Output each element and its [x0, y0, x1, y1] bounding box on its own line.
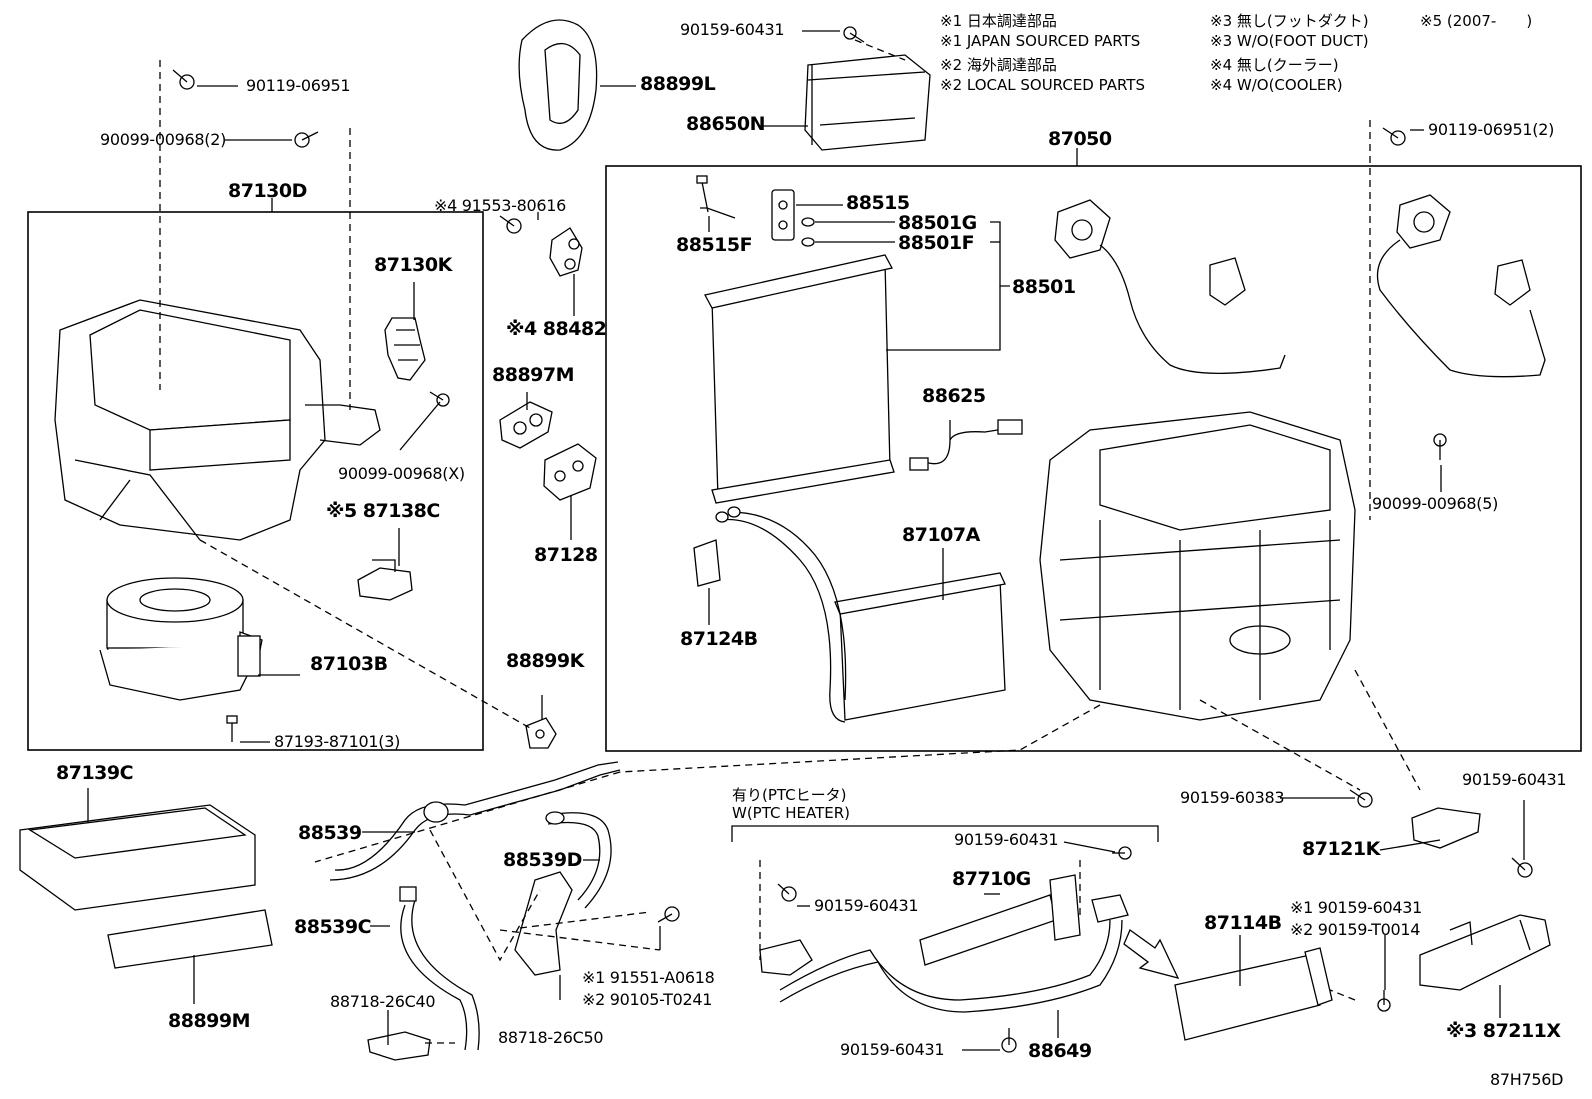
label-90159-60383[interactable]: 90159-60383 — [1180, 788, 1285, 807]
blower-motor-87103b — [99, 577, 263, 701]
label-87107a[interactable]: 87107A — [902, 524, 980, 546]
legend-row4a: ※4 無し(クーラー) — [1210, 56, 1339, 74]
heater-core-87107a — [715, 506, 1006, 723]
leader-lines — [87, 30, 1525, 1051]
label-87114b[interactable]: 87114B — [1204, 912, 1282, 934]
label-88501f[interactable]: 88501F — [898, 232, 975, 254]
label-90159-60431-top[interactable]: 90159-60431 — [680, 20, 785, 39]
label-87138c[interactable]: ※5 87138C — [326, 500, 440, 522]
label-90105-t0241[interactable]: ※2 90105-T0241 — [582, 990, 713, 1009]
label-90159-60431-bot[interactable]: 90159-60431 — [840, 1040, 945, 1059]
duct-88539 — [329, 761, 621, 881]
duct-87211x — [1419, 914, 1551, 991]
legend-row1a: ※1 日本調達部品 — [940, 12, 1057, 30]
bracket-88718-26c50 — [514, 871, 573, 976]
label-88482[interactable]: ※4 88482 — [506, 318, 607, 340]
label-88501g[interactable]: 88501G — [898, 212, 977, 234]
label-88650n[interactable]: 88650N — [686, 113, 766, 135]
label-87710g[interactable]: 87710G — [952, 868, 1031, 890]
bracket-87121k — [1411, 807, 1481, 849]
label-90159-60431-ptc1[interactable]: 90159-60431 — [954, 830, 1059, 849]
part-88482 — [549, 227, 583, 277]
filter-87139c — [19, 804, 256, 911]
blower-unit-87130d — [54, 299, 381, 541]
legend-row5: ※5 (2007- ) — [1420, 12, 1533, 30]
evaporator-88501 — [704, 254, 895, 504]
sensor-88625 — [909, 419, 1023, 471]
label-88897m[interactable]: 88897M — [492, 364, 575, 386]
label-88718-26c40[interactable]: 88718-26C40 — [330, 992, 436, 1011]
ptc-heater-87710g — [919, 874, 1081, 966]
label-90159-60431-s1[interactable]: ※1 90159-60431 — [1290, 898, 1423, 917]
arrow-icon — [1123, 928, 1180, 979]
part-87130k — [384, 317, 426, 381]
label-88515f[interactable]: 88515F — [676, 234, 753, 256]
label-87124b[interactable]: 87124B — [680, 628, 758, 650]
ptc-note-en: W(PTC HEATER) — [732, 804, 851, 822]
label-87050[interactable]: 87050 — [1048, 128, 1112, 150]
label-91553-80616[interactable]: ※4 91553-80616 — [434, 196, 567, 215]
label-87139c[interactable]: 87139C — [56, 762, 134, 784]
legend-row1b: ※1 JAPAN SOURCED PARTS — [940, 32, 1141, 50]
label-88539c[interactable]: 88539C — [294, 916, 372, 938]
label-91551-a0618[interactable]: ※1 91551-A0618 — [582, 968, 715, 987]
valve-88718-26c40 — [367, 1031, 431, 1061]
label-90099-00968-2[interactable]: 90099-00968(2) — [100, 130, 227, 149]
legend-row2a: ※2 海外調達部品 — [940, 56, 1057, 74]
part-88899l — [518, 19, 598, 151]
label-88539[interactable]: 88539 — [298, 822, 362, 844]
label-88625[interactable]: 88625 — [922, 385, 986, 407]
label-90159-60431-ptc2[interactable]: 90159-60431 — [814, 896, 919, 915]
legend: ※1 日本調達部品 ※1 JAPAN SOURCED PARTS ※2 海外調達… — [940, 10, 1580, 100]
dashed-lines — [159, 39, 1421, 1044]
harness-88649 — [759, 894, 1129, 1013]
ptc-bracket-line — [731, 825, 1159, 842]
label-88718-26c50[interactable]: 88718-26C50 — [498, 1028, 604, 1047]
duct-88539d — [545, 811, 612, 909]
part-88897m — [499, 401, 553, 449]
part-87138c — [357, 559, 413, 601]
label-88899l[interactable]: 88899L — [640, 73, 716, 95]
expansion-valve-88515 — [700, 189, 795, 241]
ptc-note-jp: 有り(PTCヒータ) — [732, 786, 847, 804]
label-87121k[interactable]: 87121K — [1302, 838, 1380, 860]
figure-id: 87H756D — [1490, 1070, 1564, 1089]
box-87050 — [605, 165, 1582, 752]
label-87128[interactable]: 87128 — [534, 544, 598, 566]
label-87193-87101[interactable]: 87193-87101(3) — [274, 732, 401, 751]
label-90099-00968-5[interactable]: 90099-00968(5) — [1372, 494, 1499, 513]
label-88649[interactable]: 88649 — [1028, 1040, 1092, 1062]
label-87130d[interactable]: 87130D — [228, 180, 307, 202]
part-88650n — [804, 54, 931, 151]
label-87130k[interactable]: 87130K — [374, 254, 452, 276]
label-90119-06951-2[interactable]: 90119-06951(2) — [1428, 120, 1555, 139]
label-88899k[interactable]: 88899K — [506, 650, 584, 672]
box-87130d — [27, 211, 484, 751]
duct-88539c — [399, 886, 480, 1051]
actuator-left — [1054, 199, 1286, 374]
legend-row3a: ※3 無し(フットダクト) — [1210, 12, 1369, 30]
part-87128 — [543, 443, 597, 501]
bolt-icon-set — [172, 26, 1533, 1053]
label-87211x[interactable]: ※3 87211X — [1446, 1020, 1561, 1042]
hvac-case-87050 — [1039, 411, 1356, 721]
label-88539d[interactable]: 88539D — [503, 849, 582, 871]
label-88501[interactable]: 88501 — [1012, 276, 1076, 298]
label-90159-t0014[interactable]: ※2 90159-T0014 — [1290, 920, 1421, 939]
label-90159-60431-r[interactable]: 90159-60431 — [1462, 770, 1567, 789]
legend-row4b: ※4 W/O(COOLER) — [1210, 76, 1343, 94]
label-88899m[interactable]: 88899M — [168, 1010, 251, 1032]
label-88515[interactable]: 88515 — [846, 192, 910, 214]
label-90119-06951[interactable]: 90119-06951 — [246, 76, 351, 95]
part-88899m — [107, 909, 273, 969]
legend-row2b: ※2 LOCAL SOURCED PARTS — [940, 76, 1145, 94]
part-88899k — [525, 717, 557, 749]
clamp-87124b — [693, 539, 721, 587]
ptc-core-87114b — [1174, 947, 1333, 1041]
legend-row3b: ※3 W/O(FOOT DUCT) — [1210, 32, 1369, 50]
actuator-right — [1376, 194, 1546, 378]
label-87103b[interactable]: 87103B — [310, 653, 388, 675]
label-90099-00968-x[interactable]: 90099-00968(X) — [338, 464, 465, 483]
